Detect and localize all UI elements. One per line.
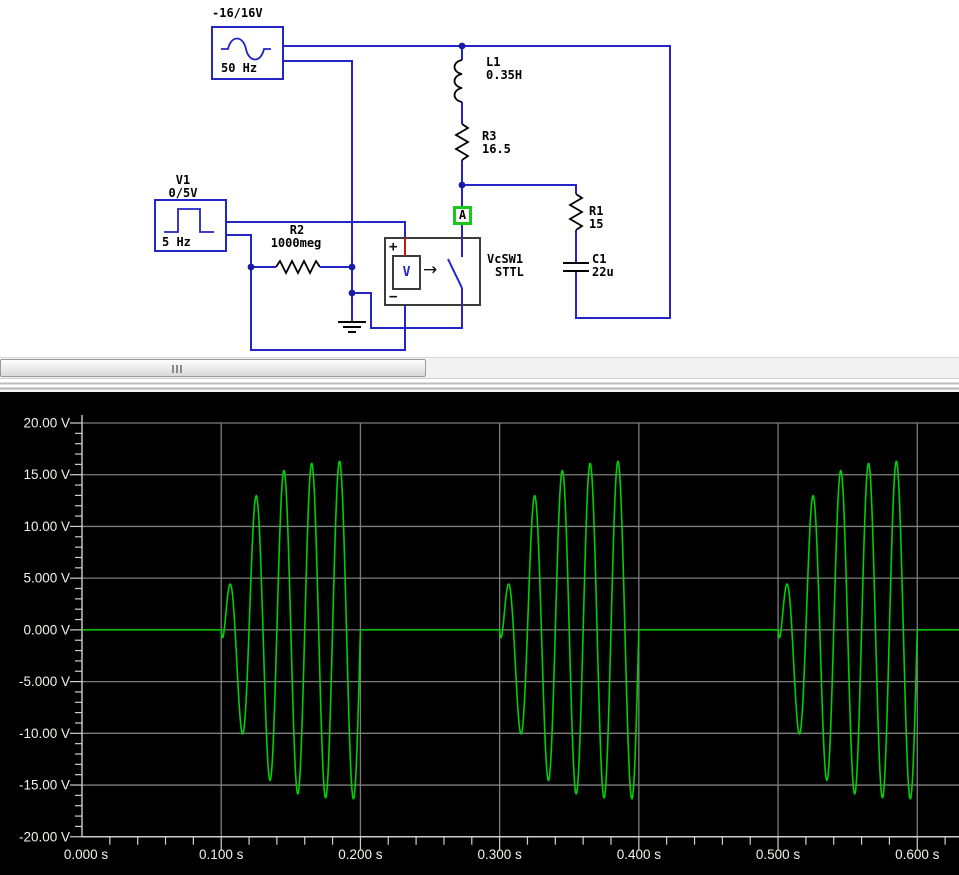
r1-name-label: R1 xyxy=(589,204,604,218)
y-axis-tick-label: 0.000 V xyxy=(23,622,70,637)
wire-node-to-r1[interactable] xyxy=(462,184,577,194)
x-axis-tick-label: 0.100 s xyxy=(199,847,244,862)
x-axis-tick-label: 0.200 s xyxy=(338,847,383,862)
wire-v1-to-switch-plus[interactable] xyxy=(226,221,406,238)
source-vg1[interactable] xyxy=(211,26,284,80)
switch-vcsw1[interactable] xyxy=(384,237,481,306)
schematic-panel[interactable]: -16/16V 50 Hz V1 0/5V 5 Hz R2 1000meg L1… xyxy=(0,0,959,357)
wire-ground-to-switch-out[interactable] xyxy=(352,292,463,329)
switch-contact-icon xyxy=(447,238,463,305)
r2-value-label: 1000meg xyxy=(270,236,322,250)
y-axis-tick-label: 20.00 V xyxy=(23,416,70,431)
resistor-r3-symbol[interactable] xyxy=(454,123,470,161)
switch-model-label: STTL xyxy=(495,265,524,279)
switch-plus-terminal-label: + xyxy=(389,239,398,255)
wire-v1-to-switch-minus[interactable] xyxy=(226,234,406,351)
r2-name-label: R2 xyxy=(289,223,305,237)
x-axis-tick-label: 0.400 s xyxy=(617,847,662,862)
inductor-l1-symbol[interactable] xyxy=(453,59,463,103)
scrollbar-grip-icon xyxy=(172,365,182,373)
sine-wave-icon xyxy=(221,37,271,61)
c1-value-label: 22u xyxy=(592,265,614,279)
v1-value-label: 0/5V xyxy=(168,186,198,200)
r3-name-label: R3 xyxy=(482,129,497,143)
y-axis-tick-label: -10.00 V xyxy=(19,726,70,741)
switch-name-label: VcSW1 xyxy=(487,252,524,266)
x-axis-tick-label: 0.600 s xyxy=(895,847,940,862)
chart-canvas[interactable]: 20.00 V 15.00 V 10.00 V 5.000 V 0.000 V -5.00… xyxy=(0,392,959,875)
waveform-chart-panel[interactable]: 20.00 V 15.00 V 10.00 V 5.000 V 0.000 V -5.00… xyxy=(0,392,959,875)
r3-value-label: 16.5 xyxy=(482,142,511,156)
resistor-r2-symbol[interactable] xyxy=(275,258,321,276)
horizontal-scrollbar[interactable] xyxy=(0,357,959,379)
x-axis-tick-label: 0.000 s xyxy=(64,847,109,862)
r1-value-label: 15 xyxy=(589,217,604,231)
scrollbar-thumb[interactable] xyxy=(0,359,426,377)
meter-box xyxy=(392,255,421,290)
y-axis-tick-label: 15.00 V xyxy=(23,467,70,482)
schematic-canvas[interactable] xyxy=(0,0,959,357)
y-axis-tick-label: 5.000 V xyxy=(23,571,70,586)
v1-freq-label: 5 Hz xyxy=(162,235,191,249)
y-axis-tick-label: -15.00 V xyxy=(19,778,70,793)
resistor-r1-symbol[interactable] xyxy=(568,193,584,231)
y-axis-tick-label: -20.00 V xyxy=(19,829,70,844)
ground-symbol[interactable] xyxy=(338,321,366,333)
c1-name-label: C1 xyxy=(592,252,607,266)
switch-minus-terminal-label: − xyxy=(389,289,398,305)
vg1-freq-label: 50 Hz xyxy=(221,61,258,75)
x-axis-tick-label: 0.500 s xyxy=(756,847,801,862)
node-a-probe[interactable]: A xyxy=(453,206,472,225)
vg1-value-label: -16/16V xyxy=(212,6,263,20)
y-axis-tick-label: 10.00 V xyxy=(23,519,70,534)
source-v1[interactable] xyxy=(154,199,227,252)
square-pulse-icon xyxy=(164,208,214,233)
l1-name-label: L1 xyxy=(486,55,501,69)
x-axis-tick-label: 0.300 s xyxy=(477,847,522,862)
panel-splitter[interactable] xyxy=(0,379,959,392)
v1-name-label: V1 xyxy=(175,173,191,187)
l1-value-label: 0.35H xyxy=(486,68,523,82)
capacitor-c1-symbol[interactable] xyxy=(563,262,589,272)
voltage-meter-label: V xyxy=(402,265,411,280)
waveform-trace xyxy=(81,460,959,800)
wire-ac-to-ground[interactable] xyxy=(283,60,353,293)
y-axis-tick-label: -5.000 V xyxy=(19,674,70,689)
junction-dots xyxy=(247,42,466,297)
arrow-right-icon: → xyxy=(423,260,438,280)
